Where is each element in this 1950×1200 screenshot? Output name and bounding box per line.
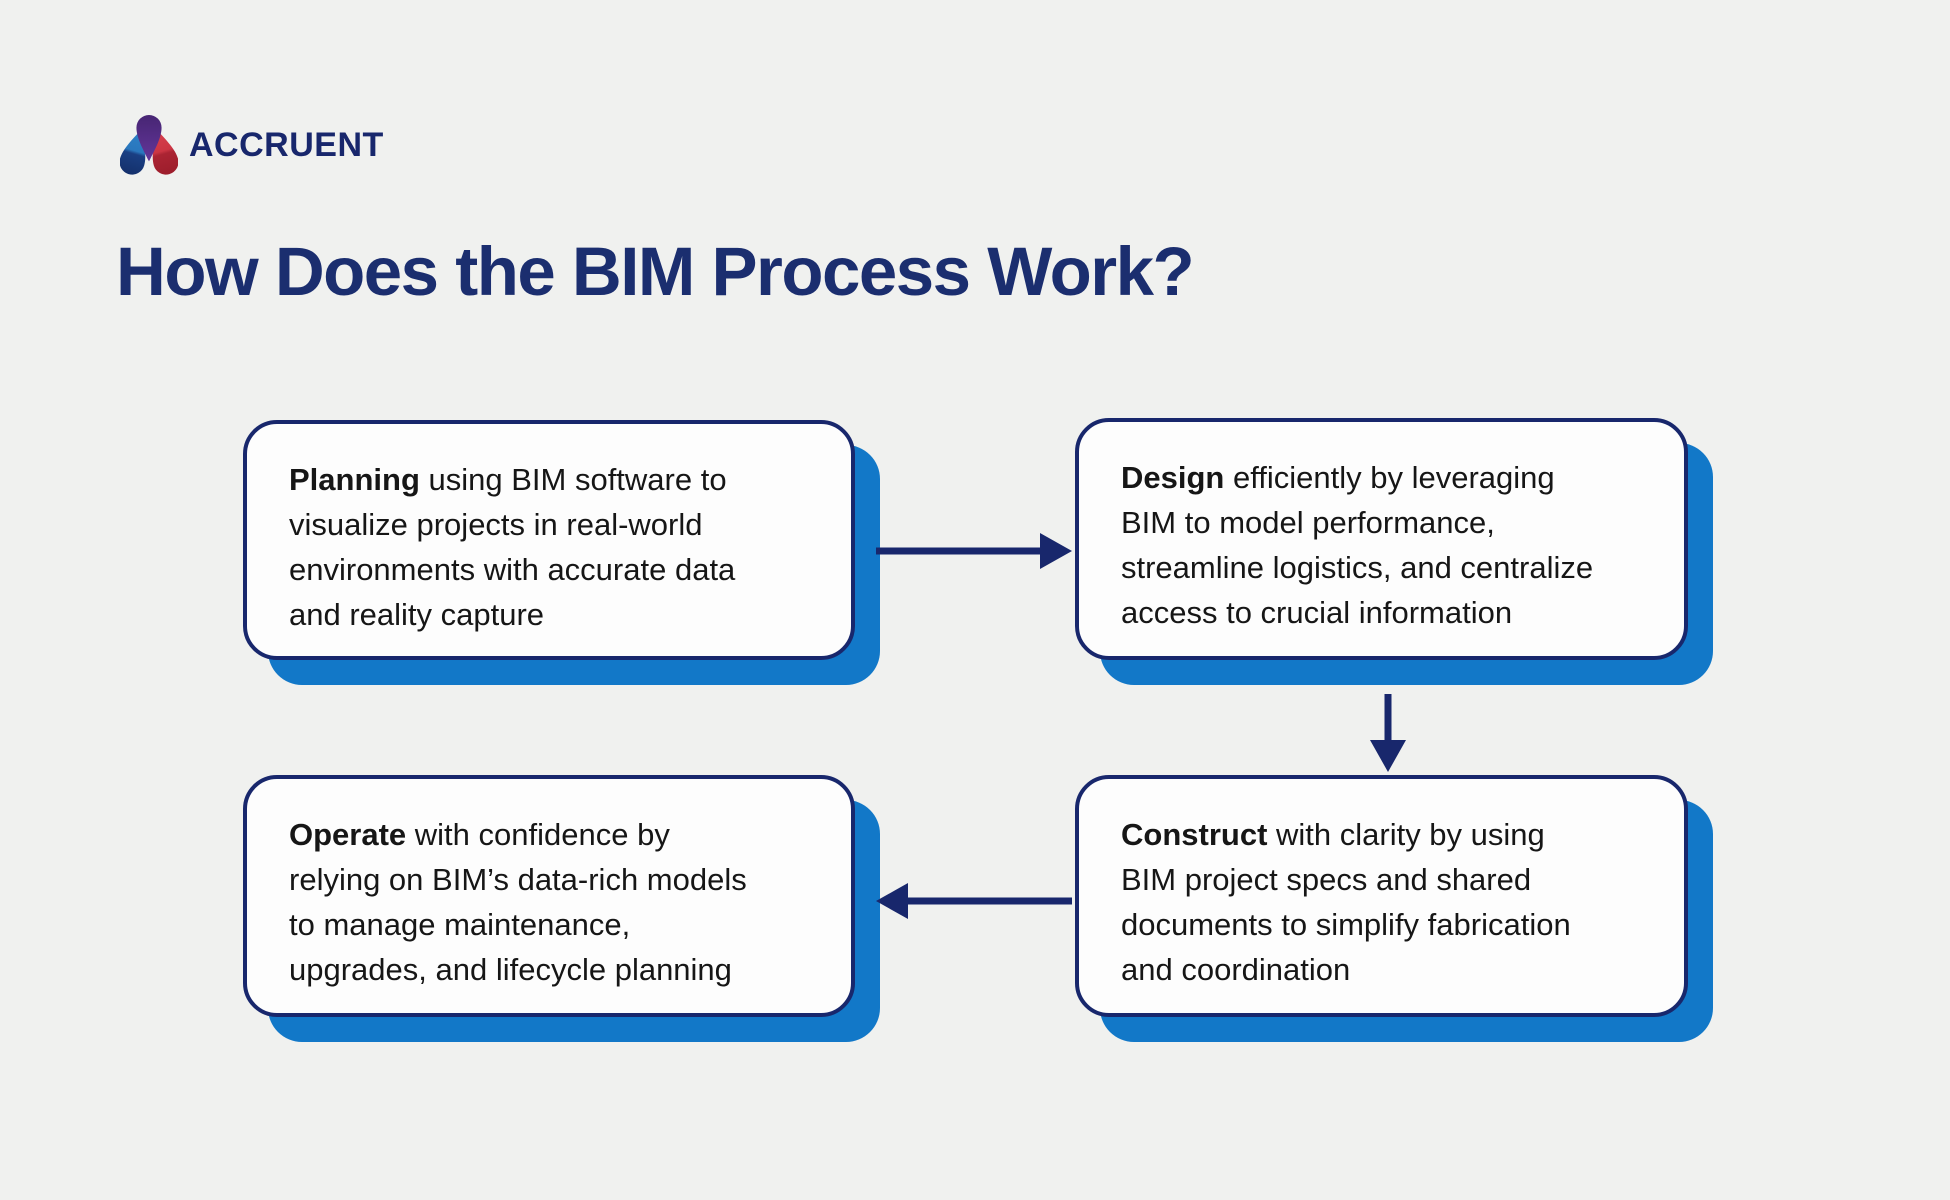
arrow-construct-to-operate-icon xyxy=(876,883,1072,919)
step-construct-text: Construct with clarity by using BIM proj… xyxy=(1079,779,1684,992)
step-planning-keyword: Planning xyxy=(289,462,420,497)
step-operate-text: Operate with confidence by relying on BI… xyxy=(247,779,851,992)
step-box-construct: Construct with clarity by using BIM proj… xyxy=(1075,775,1688,1017)
arrow-design-to-construct-icon xyxy=(1370,694,1406,772)
page-title: How Does the BIM Process Work? xyxy=(116,233,1195,310)
step-design-text: Design efficiently by leveraging BIM to … xyxy=(1079,422,1684,635)
step-box-design: Design efficiently by leveraging BIM to … xyxy=(1075,418,1688,660)
step-construct-description: with clarity by using BIM project specs … xyxy=(1121,817,1571,987)
accruent-trefoil-icon xyxy=(120,115,178,175)
step-operate-description: with confidence by relying on BIM’s data… xyxy=(289,817,747,987)
step-box-operate: Operate with confidence by relying on BI… xyxy=(243,775,855,1017)
step-planning-text: Planning using BIM software to visualize… xyxy=(247,424,851,637)
accruent-logo: ACCRUENT xyxy=(120,112,384,176)
step-design-description: efficiently by leveraging BIM to model p… xyxy=(1121,460,1594,630)
step-planning-description: using BIM software to visualize projects… xyxy=(289,462,736,632)
accruent-logo-wordmark: ACCRUENT xyxy=(189,125,384,164)
step-box-planning: Planning using BIM software to visualize… xyxy=(243,420,855,660)
step-construct-keyword: Construct xyxy=(1121,817,1268,852)
step-operate-keyword: Operate xyxy=(289,817,407,852)
arrow-planning-to-design-icon xyxy=(876,533,1072,569)
step-design-keyword: Design xyxy=(1121,460,1225,495)
